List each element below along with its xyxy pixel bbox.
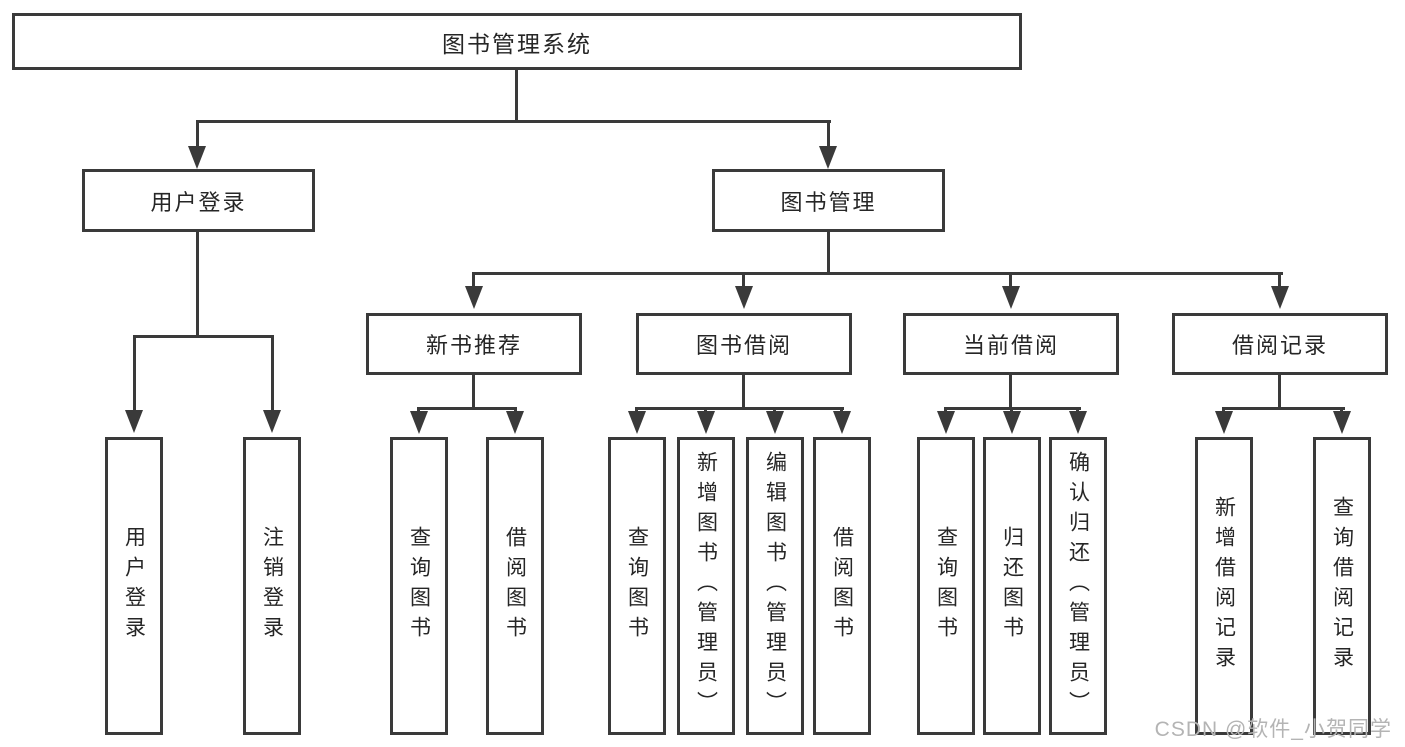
connector-line — [1010, 407, 1013, 412]
connector-line — [773, 407, 776, 412]
connector-line — [133, 335, 274, 338]
node-query-books-recommend-label: 查询图书 — [407, 526, 431, 646]
connector-line — [1340, 407, 1343, 412]
node-user-login: 用户登录 — [82, 169, 315, 232]
arrow-down-icon — [1271, 286, 1289, 309]
connector-line — [196, 232, 199, 335]
arrow-down-icon — [819, 146, 837, 169]
node-borrow-books-label: 借阅图书 — [830, 526, 854, 646]
node-user-login-action: 用户登录 — [105, 437, 163, 735]
csdn-watermark: CSDN @软件_小贺同学 — [1154, 718, 1392, 741]
node-edit-books-admin-label: 编辑图书（管理员） — [763, 451, 787, 721]
node-add-borrow-record-label: 新增借阅记录 — [1212, 496, 1236, 676]
node-logout: 注销登录 — [243, 437, 301, 735]
connector-line — [1278, 272, 1281, 286]
connector-line — [840, 407, 843, 412]
arrow-down-icon — [506, 411, 524, 434]
arrow-down-icon — [1215, 411, 1233, 434]
arrow-down-icon — [1003, 411, 1021, 434]
connector-line — [704, 407, 707, 412]
node-query-books-current-label: 查询图书 — [934, 526, 958, 646]
connector-line — [133, 335, 136, 410]
node-query-borrow-record: 查询借阅记录 — [1313, 437, 1371, 735]
node-borrow-records-label: 借阅记录 — [1231, 333, 1328, 358]
node-new-book-recommend: 新书推荐 — [366, 313, 582, 375]
connector-line — [742, 375, 745, 407]
arrow-down-icon — [263, 410, 281, 433]
node-user-login-label: 用户登录 — [150, 189, 247, 215]
arrow-down-icon — [1002, 286, 1020, 309]
connector-line — [472, 272, 475, 286]
connector-line — [472, 272, 1283, 275]
node-user-login-action-label: 用户登录 — [122, 526, 146, 646]
arrow-down-icon — [628, 411, 646, 434]
connector-line — [827, 120, 830, 146]
connector-line — [515, 70, 518, 120]
connector-line — [1076, 407, 1079, 412]
node-return-books-label: 归还图书 — [1000, 526, 1024, 646]
node-query-books-borrow: 查询图书 — [608, 437, 666, 735]
connector-line — [271, 335, 274, 410]
connector-line — [196, 120, 199, 146]
connector-line — [1222, 407, 1225, 412]
connector-line — [635, 407, 638, 412]
arrow-down-icon — [735, 286, 753, 309]
arrow-down-icon — [465, 286, 483, 309]
node-library-system: 图书管理系统 — [12, 13, 1022, 70]
node-confirm-return-admin: 确认归还（管理员） — [1049, 437, 1107, 735]
connector-line — [827, 232, 830, 272]
arrow-down-icon — [833, 411, 851, 434]
node-current-borrow: 当前借阅 — [903, 313, 1119, 375]
node-query-books-current: 查询图书 — [917, 437, 975, 735]
node-book-management: 图书管理 — [712, 169, 945, 232]
connector-line — [1222, 407, 1345, 410]
node-current-borrow-label: 当前借阅 — [962, 333, 1059, 358]
arrow-down-icon — [766, 411, 784, 434]
connector-line — [417, 407, 517, 410]
node-library-system-label: 图书管理系统 — [442, 30, 592, 57]
arrow-down-icon — [125, 410, 143, 433]
connector-line — [514, 407, 517, 412]
arrow-down-icon — [410, 411, 428, 434]
arrow-down-icon — [937, 411, 955, 434]
node-edit-books-admin: 编辑图书（管理员） — [746, 437, 804, 735]
connector-line — [1009, 272, 1012, 286]
node-borrow-books-recommend: 借阅图书 — [486, 437, 544, 735]
connector-line — [472, 375, 475, 407]
node-new-book-recommend-label: 新书推荐 — [425, 333, 522, 358]
node-borrow-books-recommend-label: 借阅图书 — [503, 526, 527, 646]
node-book-borrow-label: 图书借阅 — [695, 333, 792, 358]
arrow-down-icon — [1333, 411, 1351, 434]
node-add-books-admin-label: 新增图书（管理员） — [694, 451, 718, 721]
node-add-borrow-record: 新增借阅记录 — [1195, 437, 1253, 735]
node-book-borrow: 图书借阅 — [636, 313, 852, 375]
arrow-down-icon — [188, 146, 206, 169]
node-borrow-books: 借阅图书 — [813, 437, 871, 735]
node-add-books-admin: 新增图书（管理员） — [677, 437, 735, 735]
node-query-books-borrow-label: 查询图书 — [625, 526, 649, 646]
connector-line — [417, 407, 420, 412]
node-confirm-return-admin-label: 确认归还（管理员） — [1066, 451, 1090, 721]
node-logout-label: 注销登录 — [260, 526, 284, 646]
connector-line — [635, 407, 844, 410]
arrow-down-icon — [697, 411, 715, 434]
connector-line — [1009, 375, 1012, 407]
node-return-books: 归还图书 — [983, 437, 1041, 735]
node-query-books-recommend: 查询图书 — [390, 437, 448, 735]
connector-line — [1278, 375, 1281, 407]
arrow-down-icon — [1069, 411, 1087, 434]
node-book-management-label: 图书管理 — [780, 189, 877, 215]
connector-line — [742, 272, 745, 286]
node-borrow-records: 借阅记录 — [1172, 313, 1388, 375]
connector-line — [196, 120, 831, 123]
connector-line — [944, 407, 947, 412]
node-query-borrow-record-label: 查询借阅记录 — [1330, 496, 1354, 676]
